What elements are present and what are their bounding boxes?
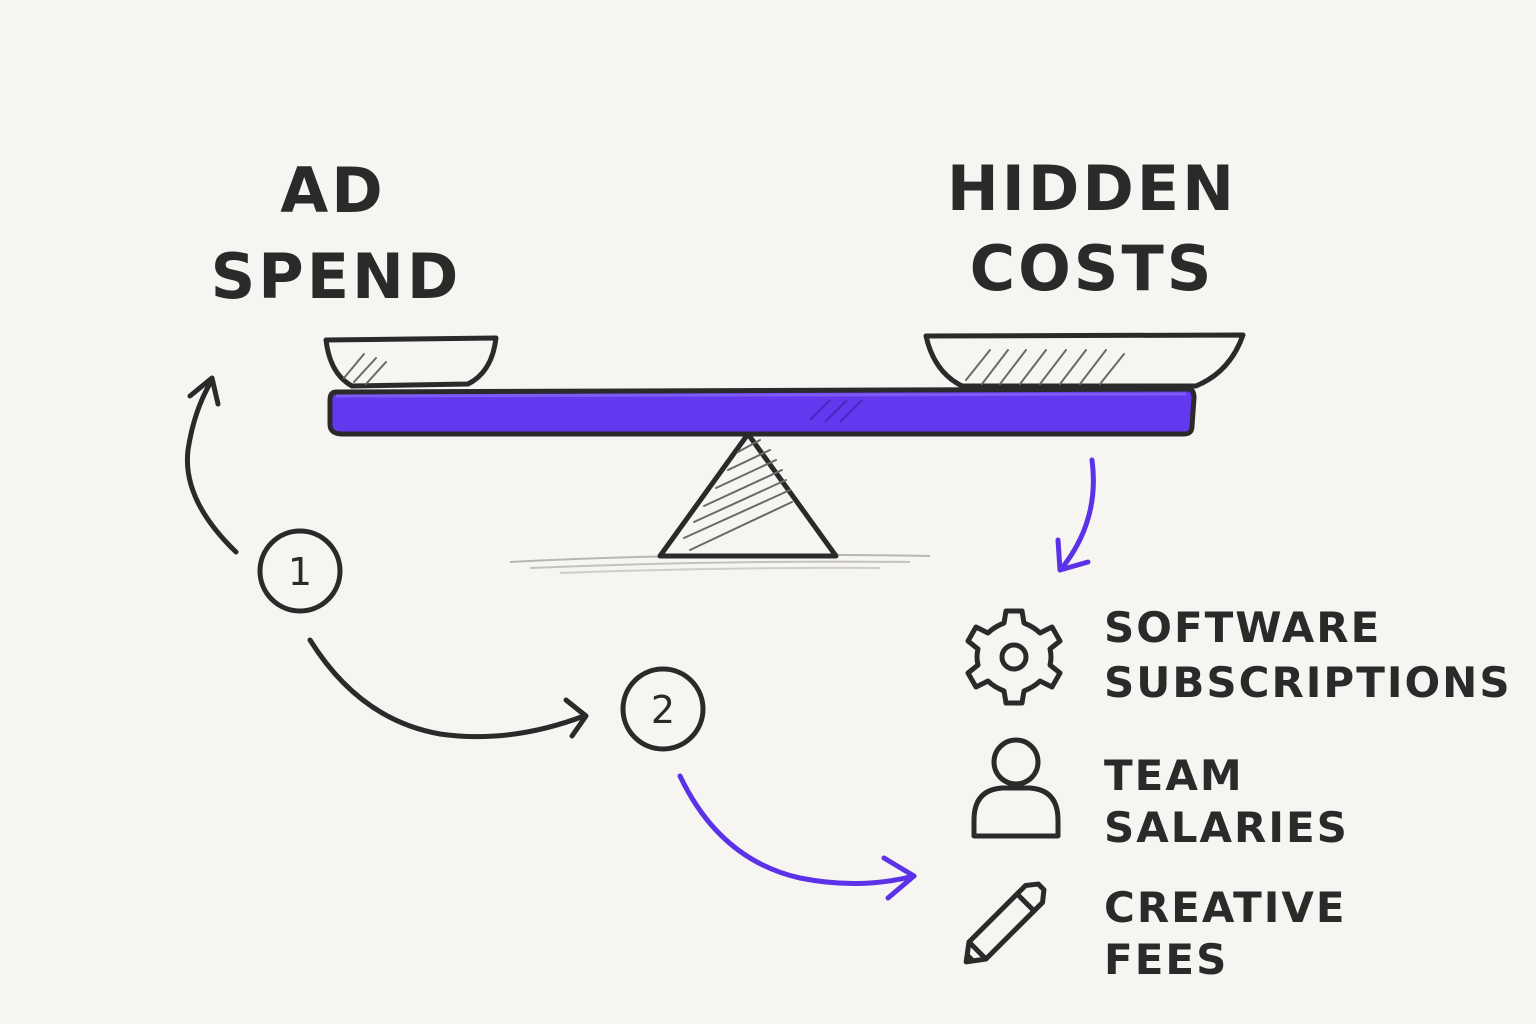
hidden-costs-title: HIDDEN COSTS — [947, 152, 1237, 305]
person-icon — [971, 737, 1061, 839]
arrow-step2-to-list — [677, 773, 917, 901]
fulcrum — [657, 431, 839, 559]
step-2-marker: 2 — [620, 666, 706, 752]
cost-creative-line1: CREATIVE — [1104, 883, 1347, 932]
ad-spend-line1: AD — [280, 154, 385, 227]
left-pan — [323, 335, 499, 389]
cost-creative-line2: FEES — [1104, 935, 1228, 984]
cost-team-line1: TEAM — [1104, 751, 1244, 800]
arrow-step1-to-step2 — [307, 637, 589, 740]
arrow-costs-to-list — [1055, 457, 1096, 573]
arrow-step1-to-adspend — [184, 375, 239, 555]
right-pan — [923, 332, 1246, 389]
hidden-costs-line2: COSTS — [970, 232, 1215, 305]
step-2-label: 2 — [651, 688, 675, 732]
step-1-label: 1 — [288, 550, 312, 594]
cost-item-software: SOFTWARE SUBSCRIPTIONS — [1104, 603, 1512, 707]
step-1-marker: 1 — [257, 528, 343, 614]
hidden-costs-line1: HIDDEN — [947, 152, 1237, 225]
cost-item-creative: CREATIVE FEES — [1104, 883, 1347, 984]
cost-team-line2: SALARIES — [1104, 803, 1349, 852]
ad-spend-title: AD SPEND — [211, 154, 462, 313]
balance-beam — [327, 386, 1197, 437]
cost-software-line2: SUBSCRIPTIONS — [1104, 658, 1512, 707]
gear-icon — [965, 608, 1063, 706]
ad-spend-line2: SPEND — [211, 240, 462, 313]
cost-software-line1: SOFTWARE — [1104, 603, 1381, 652]
cost-item-team: TEAM SALARIES — [1104, 751, 1349, 852]
pencil-icon — [963, 881, 1047, 965]
